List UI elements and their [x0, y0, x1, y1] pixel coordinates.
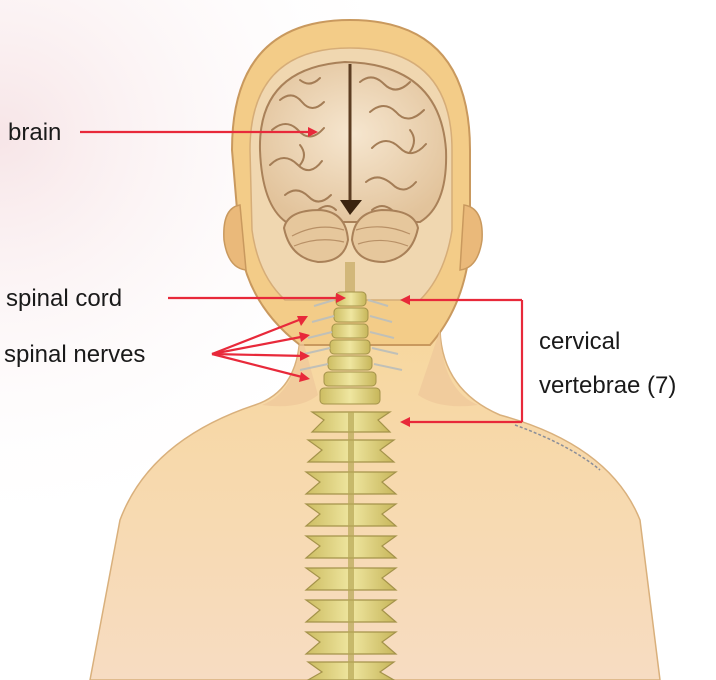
label-spinal-nerves: spinal nerves: [4, 343, 145, 367]
label-vertebrae: vertebrae (7): [539, 374, 676, 398]
label-cervical: cervical: [539, 330, 620, 354]
label-brain: brain: [8, 121, 61, 145]
cerebrum: [260, 62, 446, 222]
label-spinal-cord: spinal cord: [6, 287, 122, 311]
